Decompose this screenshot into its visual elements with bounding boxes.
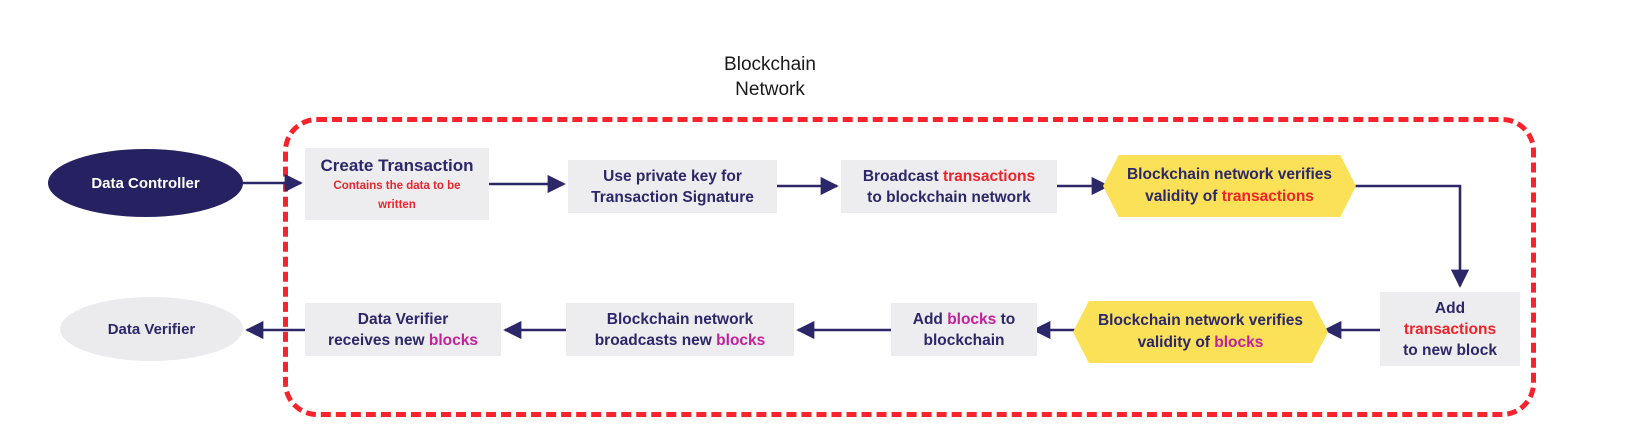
step-use-private-key[interactable]: Use private key for Transaction Signatur… [568,160,777,213]
step-verify-transactions-line-2-pre: validity of [1145,188,1222,205]
step-broadcast-transactions-line-1: Broadcast transactions [863,166,1035,187]
step-broadcast-new-blocks-line-1: Blockchain network [606,310,754,328]
step-verify-blocks-line-1: Blockchain network verifies [1097,312,1304,329]
step-broadcast-new-blocks-line-2: broadcasts new blocks [595,330,766,351]
actor-data-controller[interactable]: Data Controller [48,149,243,217]
page-title: Blockchain Network [660,52,880,102]
step-verifier-receives-blocks[interactable]: Data Verifier receives new blocks [305,303,501,356]
step-broadcast-new-blocks-highlight: blocks [716,331,766,349]
step-create-transaction-title: Create Transaction [320,155,474,175]
step-verify-transactions[interactable]: Blockchain network verifies validity of … [1103,155,1356,217]
step-broadcast-transactions[interactable]: Broadcast transactions to blockchain net… [841,160,1057,213]
step-create-transaction[interactable]: Create Transaction Contains the data to … [305,148,489,220]
step-broadcast-transactions-line-1-pre: Broadcast [862,167,943,185]
step-verify-transactions-line-2: validity of transactions [1145,186,1314,208]
actor-data-controller-label: Data Controller [91,174,200,192]
page-title-line-1: Blockchain [724,54,816,75]
step-create-transaction-sub-1: Contains the data to be [333,179,461,192]
blockchain-network-boundary [283,117,1536,417]
step-add-blocks-line-1-pre: Add [912,310,948,328]
step-verifier-receives-highlight: blocks [428,331,478,349]
step-verify-blocks-line-2: validity of blocks [1138,332,1264,354]
step-verify-blocks-highlight: blocks [1214,334,1264,351]
step-add-blocks-to-blockchain[interactable]: Add blocks to blockchain [891,303,1037,356]
step-add-blocks-line-2: blockchain [923,331,1005,349]
step-verifier-receives-line-1: Data Verifier [357,310,449,328]
step-broadcast-transactions-line-2: to blockchain network [867,188,1031,206]
step-add-blocks-highlight: blocks [947,310,997,328]
step-verify-transactions-highlight: transactions [1221,188,1314,205]
step-verifier-receives-line-2-pre: receives new [328,331,429,349]
step-broadcast-new-blocks-line-2-pre: broadcasts new [594,331,717,349]
step-use-private-key-line-2: Transaction Signature [591,188,754,206]
step-add-blocks-line-1: Add blocks to [913,309,1015,330]
step-add-transactions-line-3: to new block [1403,341,1497,359]
step-add-transactions-line-1: Add [1434,299,1466,317]
step-verifier-receives-line-2: receives new blocks [328,330,478,351]
step-broadcast-new-blocks[interactable]: Blockchain network broadcasts new blocks [566,303,794,356]
actor-data-verifier[interactable]: Data Verifier [60,297,243,361]
step-add-transactions-to-block[interactable]: Add transactions to new block [1380,292,1520,366]
arrow-verifytx-to-addtransactions [1352,184,1470,288]
step-broadcast-transactions-highlight: transactions [942,167,1036,185]
step-add-transactions-highlight: transactions [1403,320,1497,338]
page-title-line-2: Network [735,79,805,100]
step-create-transaction-sub-2: written [378,198,416,211]
actor-data-verifier-label: Data Verifier [107,320,196,338]
step-verify-blocks-line-2-pre: validity of [1137,334,1215,351]
step-verify-blocks[interactable]: Blockchain network verifies validity of … [1073,301,1328,363]
step-verify-transactions-line-1: Blockchain network verifies [1126,166,1333,183]
step-use-private-key-line-1: Use private key for [603,167,742,185]
step-add-blocks-line-1-post: to [996,310,1016,328]
